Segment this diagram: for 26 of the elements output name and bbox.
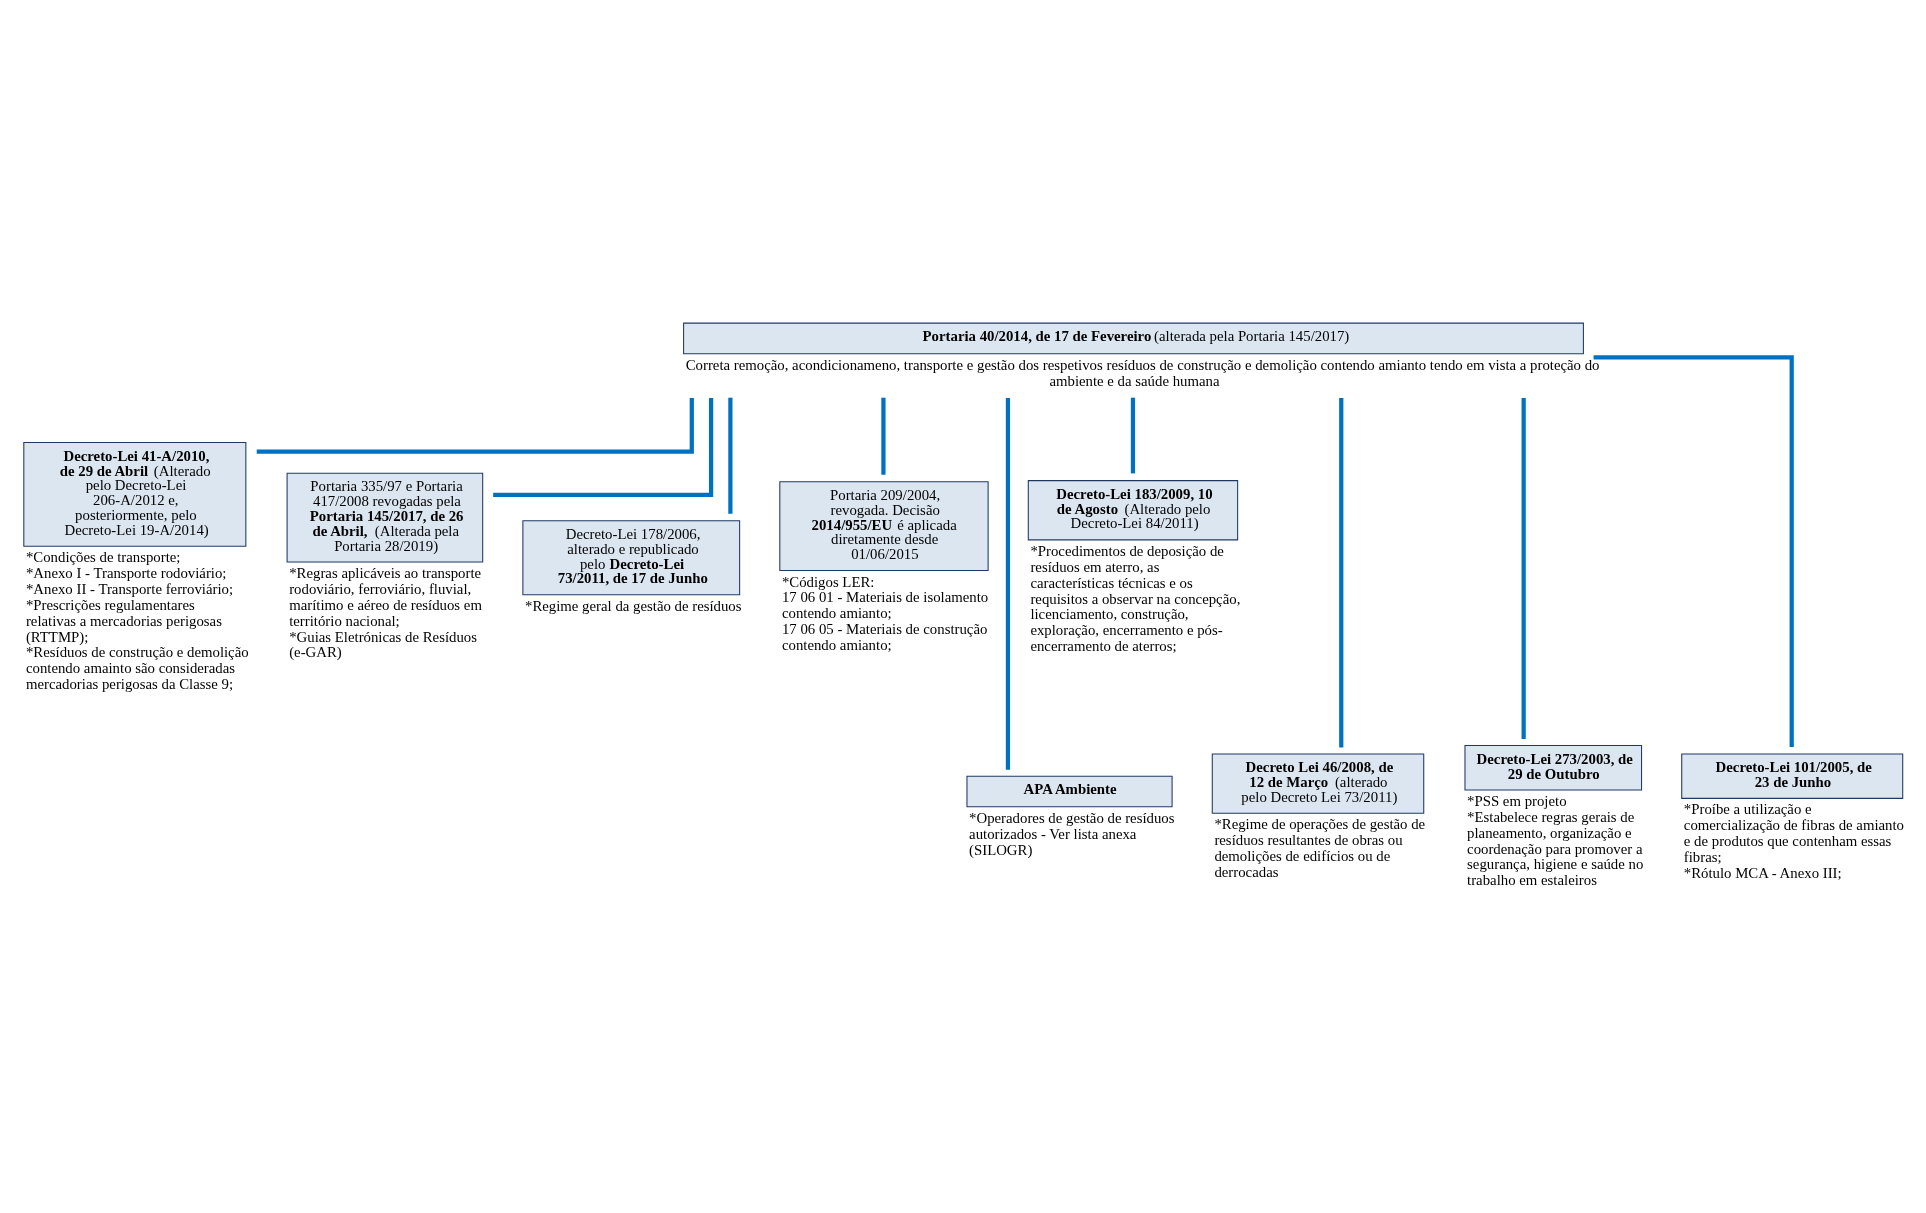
- connector: [256, 397, 694, 454]
- connector: [1005, 397, 1011, 770]
- connector: [1130, 397, 1136, 473]
- node-label: *Proíbe a utilização e comercialização de fibras de amianto e de produtos que contenham essas fibras;: [1683, 800, 1905, 865]
- node-label: *Estabelece regras gerais de planeamento, organização e coordenação para promover a segurança, higiene e saúde no trabalho em estaleiros: [1467, 808, 1644, 888]
- connector: [881, 397, 886, 475]
- connector: [1521, 397, 1526, 739]
- connector: [728, 397, 733, 514]
- node-label: *Anexo I - Transporte rodoviário;: [25, 564, 227, 581]
- node-label: *PSS em projeto: [1467, 792, 1567, 809]
- node-label: *Operadores de gestão de resíduos autorizados - Ver lista anexa (SILOGR): [969, 809, 1175, 858]
- node-label: *Regras aplicáveis ao transporte rodoviário, ferroviário, fluvial, marítimo e aéreo de resíduos em território nacional;: [289, 564, 482, 629]
- node-label: *Regime geral da gestão de resíduos: [524, 597, 742, 614]
- node-label: Correta remoção, acondicionameno, transporte e gestão dos respetivos resíduos de construção e demolição contendo amianto tendo em vista a proteção do ambiente e da saúde humana: [685, 356, 1600, 389]
- node-label: *Procedimentos de deposição de resíduos em aterro, as características técnicas e os requisitos a observar na concepção, licenciamento, construção, exploração, encerramento e pós-encerramento de aterros;: [1030, 542, 1241, 654]
- node-label: *Guias Eletrónicas de Resíduos (e-GAR): [289, 628, 478, 660]
- node-label: *Códigos LER:: [781, 573, 875, 590]
- node-label: *Anexo II - Transporte ferroviário;: [25, 580, 234, 597]
- node-label: 17 06 05 - Materiais de construção contendo amianto;: [781, 620, 988, 653]
- node-label: *Rótulo MCA - Anexo III;: [1683, 864, 1842, 881]
- node-label: *Condições de transporte;: [25, 548, 181, 565]
- node-label: *Prescrições regulamentares relativas a mercadorias perigosas (RTTMP);: [25, 596, 222, 645]
- connector: [1339, 397, 1344, 747]
- connector: [493, 397, 714, 497]
- node-label: *Regime de operações de gestão de resíduos resultantes de obras ou demolições de edifícios ou de derrocadas: [1214, 815, 1426, 880]
- connector: [1593, 354, 1794, 747]
